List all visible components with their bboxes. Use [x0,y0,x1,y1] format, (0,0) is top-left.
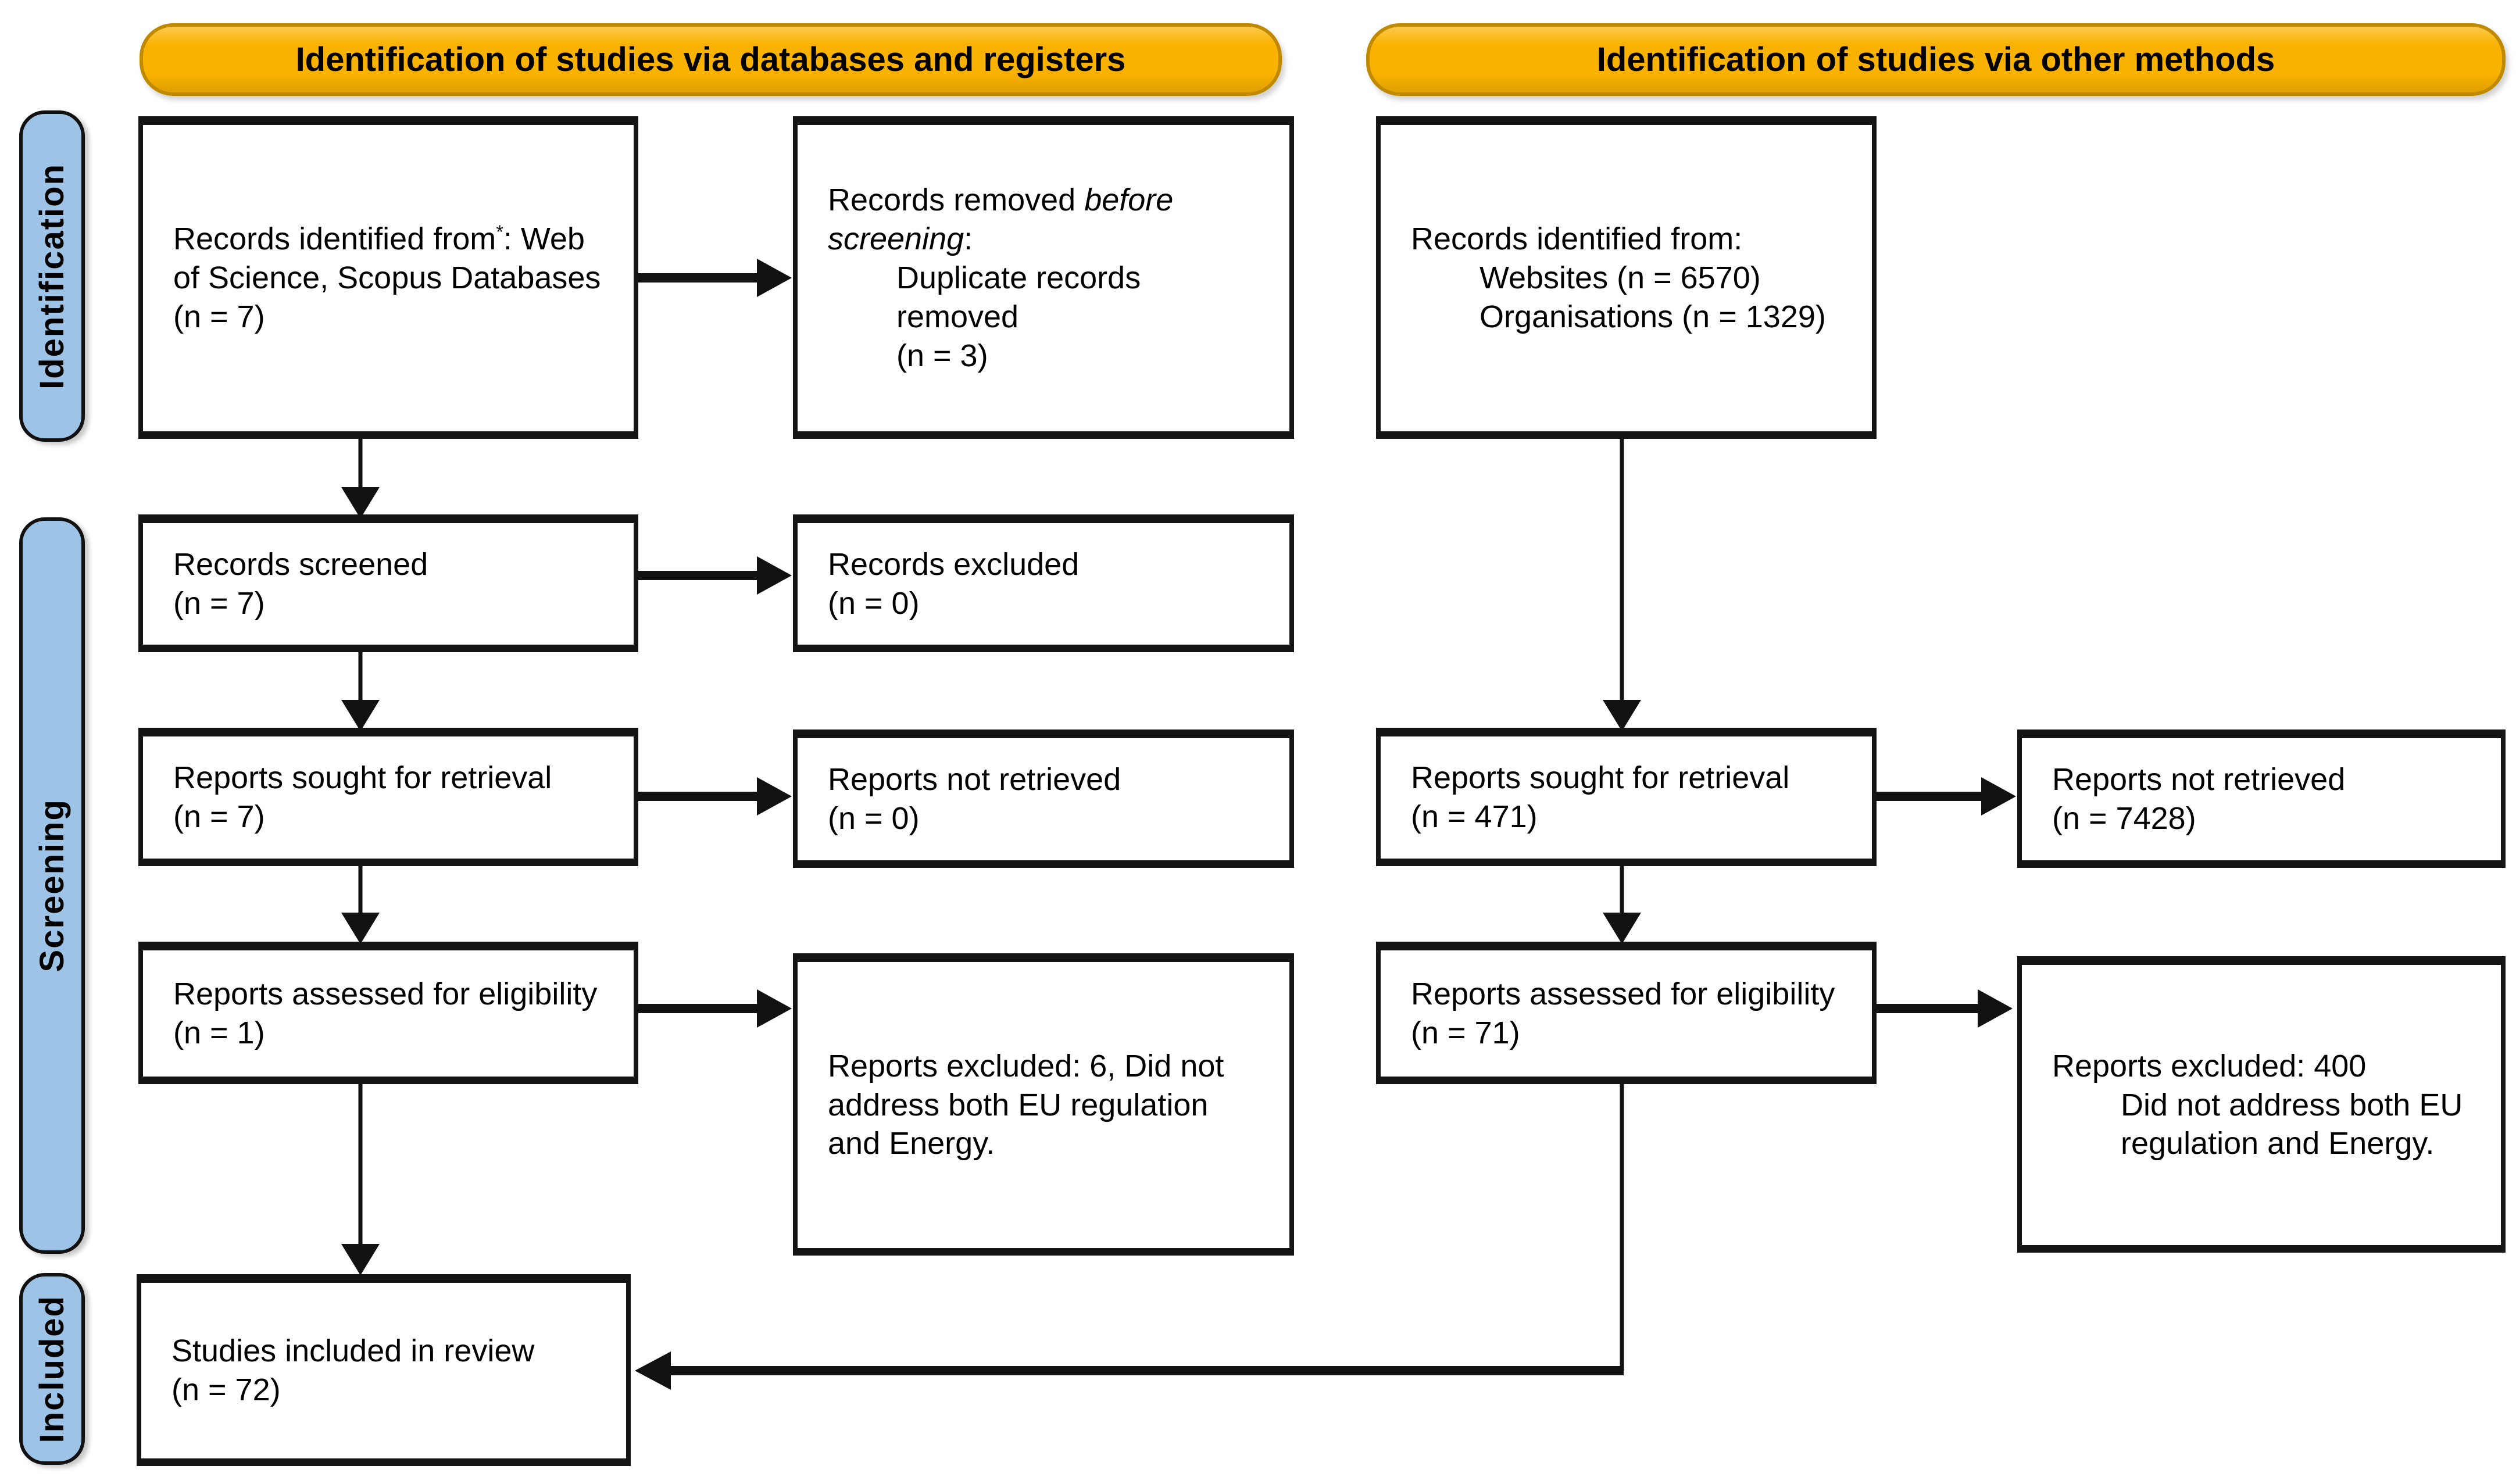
stage-label: Included [33,1295,71,1443]
box-reports-sought-databases: Reports sought for retrieval (n = 7) [138,728,638,866]
stage-identification: Identification [19,110,85,442]
box-text: Reports assessed for eligibility [173,976,598,1011]
arrowhead [757,259,792,297]
arrowhead [341,1244,380,1275]
arrowhead [341,913,380,944]
box-count: (n = 0) [828,585,920,621]
banner-databases-registers: Identification of studies via databases … [140,23,1282,96]
box-count: (n = 471) [1411,799,1538,834]
arrowhead [341,700,380,731]
box-records-excluded: Records excluded (n = 0) [793,514,1294,652]
stage-screening: Screening [19,517,85,1254]
box-reports-assessed-other: Reports assessed for eligibility (n = 71… [1376,942,1877,1084]
box-reports-not-retrieved-other: Reports not retrieved (n = 7428) [2017,730,2506,868]
box-source-organisations: Organisations (n = 1329) [1479,299,1826,334]
stage-label: Screening [33,799,71,972]
box-text: Records screened [173,546,428,582]
box-reports-not-retrieved-databases: Reports not retrieved (n = 0) [793,730,1294,868]
box-count: (n = 7) [173,299,265,334]
box-studies-included: Studies included in review (n = 72) [137,1274,631,1466]
box-count: (n = 7) [173,799,265,834]
box-count: (n = 71) [1411,1015,1520,1050]
box-text: Reports not retrieved [2052,762,2346,798]
box-text: Records excluded [828,546,1080,582]
box-records-screened: Records screened (n = 7) [138,514,638,652]
arrowhead [1603,913,1641,944]
box-records-removed-before-screening: Records removed before screening: Duplic… [793,116,1294,439]
box-text: Reports assessed for eligibility [1411,976,1835,1011]
box-reason: Duplicate records removed [896,260,1141,334]
stage-label: Identification [33,163,71,389]
box-text: Reports not retrieved [828,762,1121,798]
box-count: (n = 0) [828,801,920,836]
stage-included: Included [19,1273,85,1465]
box-count: (n = 7428) [2052,801,2196,836]
box-count: (n = 1) [173,1015,265,1050]
box-reason: Did not address both EU regulation and E… [2121,1087,2463,1161]
box-count: (n = 72) [171,1372,281,1407]
box-count: (n = 7) [173,585,265,621]
banner-label: Identification of studies via other meth… [1596,41,2275,78]
box-text: Reports excluded: 6, Did not address bot… [828,1048,1224,1161]
arrowhead-left [635,1351,671,1390]
box-records-identified-other: Records identified from: Websites (n = 6… [1376,116,1877,439]
box-text: Reports sought for retrieval [173,760,552,796]
box-count: (n = 3) [896,338,988,373]
box-reports-assessed-databases: Reports assessed for eligibility (n = 1) [138,942,638,1084]
box-text: Reports sought for retrieval [1411,760,1790,796]
box-text: Records identified from*: Web of Science… [173,221,601,296]
box-source-websites: Websites (n = 6570) [1479,260,1761,296]
banner-label: Identification of studies via databases … [295,41,1126,78]
box-reports-sought-other: Reports sought for retrieval (n = 471) [1376,728,1877,866]
box-text: Records identified from: [1411,221,1743,257]
box-text: Studies included in review [171,1333,535,1369]
arrowhead [1603,700,1641,731]
box-reports-excluded-other: Reports excluded: 400 Did not address bo… [2017,956,2506,1253]
box-text: Records removed before screening: [828,183,1174,257]
arrowhead [757,777,792,816]
box-records-identified-databases: Records identified from*: Web of Science… [138,116,638,439]
arrowhead [1978,989,2013,1028]
box-text: Reports excluded: 400 [2052,1048,2367,1084]
arrowhead [757,556,792,595]
arrowhead [341,487,380,518]
arrowhead [757,989,792,1028]
box-reports-excluded-databases: Reports excluded: 6, Did not address bot… [793,953,1294,1256]
banner-other-methods: Identification of studies via other meth… [1366,23,2506,96]
arrowhead [1981,777,2016,816]
